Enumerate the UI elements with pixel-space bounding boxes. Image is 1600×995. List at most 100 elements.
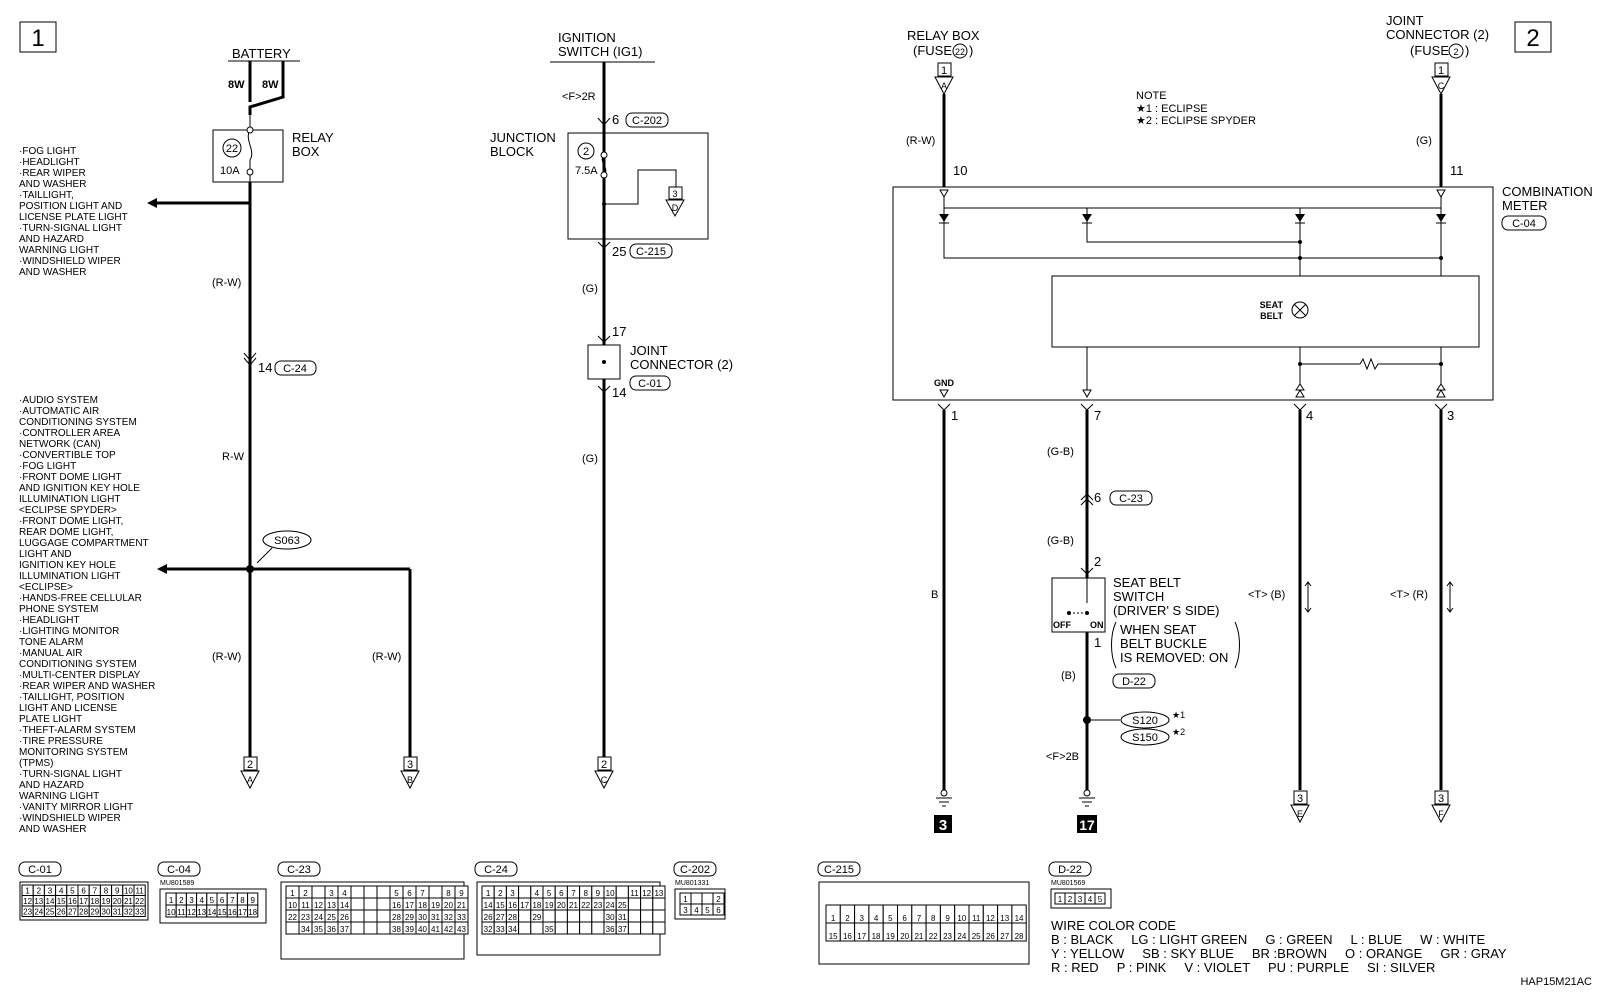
relay-fuse-amp: 10A [220,165,240,177]
relay-fuse-number: 22 [226,143,238,155]
connector-pin-number: 22 [135,897,144,906]
connector-pin-number: 25 [46,908,55,917]
offpage-b-letter: B [407,775,413,785]
connector-pin-number: 28 [79,908,88,917]
svg-text:1: 1 [941,65,947,77]
wire-color-row-3: R : RED P : PINK V : VIOLET PU : PURPLE … [1051,960,1435,975]
connector-pin-number: 23 [943,932,952,941]
diagram-code: HAP15M21AC [1520,976,1592,988]
connector-pin-number: 16 [392,901,401,910]
offpage-a-letter: A [247,775,253,785]
svg-text:(G-B): (G-B) [1047,535,1074,547]
wire-color-title: WIRE COLOR CODE [1051,918,1176,933]
connector-pin [640,897,654,911]
connector-pin-number: 10 [124,887,133,896]
svg-text:E: E [1297,809,1303,819]
pin-c24: 14 [258,360,272,375]
connector-pin-number: 9 [596,889,601,898]
system-list-item: <ECLIPSE> [19,582,73,593]
relay-output-item: WARNING LIGHT [19,245,99,256]
svg-text:6: 6 [612,112,619,127]
connector-pin [311,885,326,899]
svg-text:SEAT BELT: SEAT BELT [1113,575,1181,590]
connector-pin-number: 4 [694,906,699,915]
connector-pin [566,921,581,935]
seat-belt-switch [1051,577,1106,633]
connector-pin-number: 33 [496,925,505,934]
connector-pin-number: 34 [508,925,517,934]
connector-pin-number: 37 [340,925,349,934]
connector-pin-number: 5 [705,906,710,915]
connector-pin-number: 13 [327,901,336,910]
connector-pin-number: 36 [327,925,336,934]
seat-belt-warning-module [1051,275,1480,348]
svg-text:SWITCH: SWITCH [1113,589,1164,604]
system-list-item: ·AUTOMATIC AIR [19,406,99,417]
offpage-f-arrow [1431,804,1451,824]
connector-pin-number: 25 [972,932,981,941]
connector-pin-number: 18 [872,932,881,941]
system-list-item: ·FOG LIGHT [19,461,76,472]
connector-c215-tag [629,243,673,259]
connector-pin [554,921,568,935]
connector-pin-number: 26 [57,908,66,917]
connector-pin-number: 20 [444,901,453,910]
connector-pin-number: 30 [102,908,111,917]
connector-pin-number: 21 [457,901,466,910]
connector-pin-number: 2 [845,914,850,923]
connector-pin-number: 40 [418,925,427,934]
connector-pin-number: 16 [508,901,517,910]
relay-output-item: AND WASHER [19,267,86,278]
connector-pin-number: 2 [1068,895,1073,904]
connector-c24-label: C-24 [283,363,307,375]
svg-text:4: 4 [1306,408,1313,423]
svg-text:IS REMOVED: ON: IS REMOVED: ON [1120,650,1228,665]
connector-pin [652,897,666,911]
connector-pin-number: 14 [340,901,349,910]
connector-pin-number: 35 [545,925,554,934]
svg-text:WHEN SEAT: WHEN SEAT [1120,622,1196,637]
svg-text:22: 22 [955,47,965,57]
connector-pin [518,909,532,923]
svg-text:B: B [931,589,938,601]
connector-pin [363,921,378,935]
connector-pin [566,909,581,923]
svg-text:D: D [672,203,679,213]
connector-pin-number: 3 [48,887,53,896]
connector-c24-tag [274,360,317,376]
page-marker-2-box [1514,21,1552,53]
connector-pin-number: 2 [37,887,42,896]
svg-text:★1: ★1 [1172,710,1185,720]
relay-box-label-1: RELAY [292,130,334,145]
connector-pin-number: 31 [113,908,122,917]
svg-text:METER: METER [1502,198,1548,213]
connector-pin [285,921,300,935]
connector-pin-number: 41 [431,925,440,934]
system-list-item: ·FRONT DOME LIGHT [19,472,122,483]
connector-pin-number: 6 [220,896,225,905]
svg-text:D-22: D-22 [1058,864,1082,876]
connector-pin [350,921,365,935]
connector-pin-number: 6 [716,906,721,915]
connector-pin-number: 1 [169,896,174,905]
svg-text:25: 25 [612,244,626,259]
connector-pin-number: 1 [683,895,688,904]
system-list-item: CONDITIONING SYSTEM [19,659,137,670]
connector-pin [652,921,666,935]
connector-pin [376,909,391,923]
svg-text:3: 3 [1297,793,1303,805]
wire-color-row-1: B : BLACK LG : LIGHT GREEN G : GREEN L :… [1051,932,1485,947]
connector-pin-number: 29 [405,913,414,922]
svg-text:JOINT: JOINT [1386,13,1424,28]
svg-text:6: 6 [1094,490,1101,505]
connector-pin-number: 5 [1098,895,1103,904]
ign-label-1: IGNITION [558,30,616,45]
connector-pin [701,892,714,905]
connector-pin-number: 10 [167,908,176,917]
svg-text:SEAT: SEAT [1260,300,1284,310]
connector-pin-number: 23 [301,913,310,922]
system-list-item: LIGHT AND LICENSE [19,703,118,714]
svg-text:C-215: C-215 [636,246,666,258]
